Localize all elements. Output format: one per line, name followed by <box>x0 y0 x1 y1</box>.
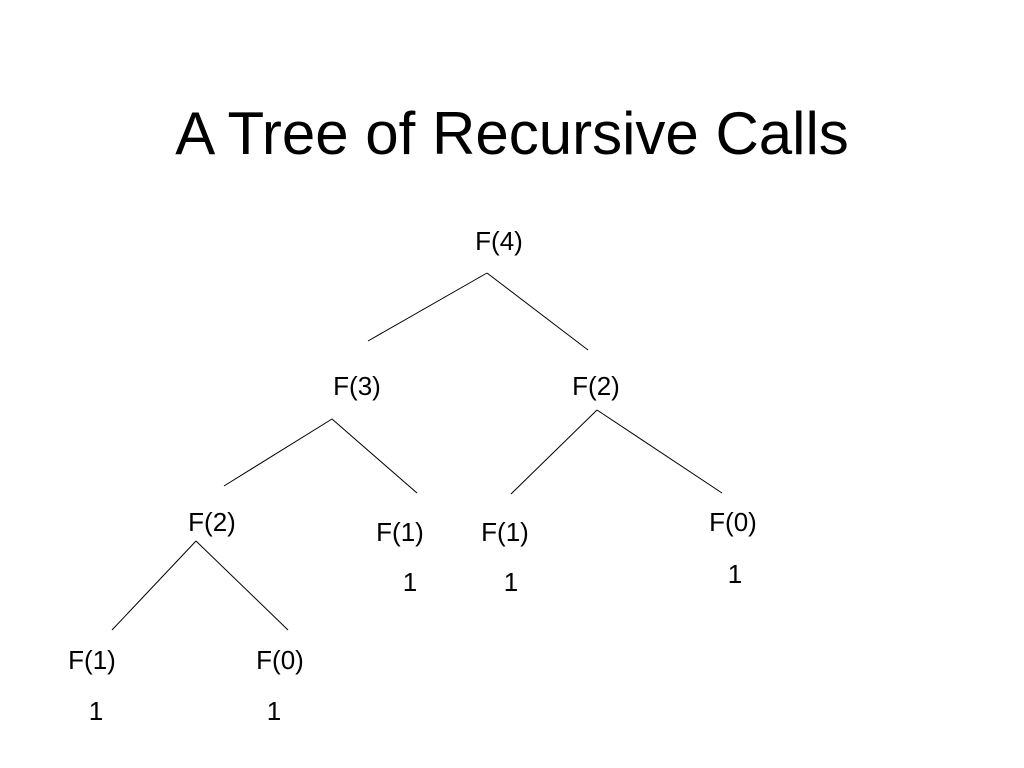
edge-f4-f3 <box>367 272 488 342</box>
node-f3: F(3) <box>333 371 381 401</box>
node-f0-a: F(0) <box>709 507 757 537</box>
node-f4: F(4) <box>475 226 523 256</box>
node-f1-c-value: 1 <box>88 696 104 726</box>
slide-title: A Tree of Recursive Calls <box>175 100 849 167</box>
node-f0-a-value: 1 <box>727 559 743 589</box>
edge-f2b-f1 <box>111 540 197 631</box>
node-f1-b: F(1) <box>481 517 529 547</box>
edge-f3-f2 <box>223 418 333 487</box>
node-f0-b-value: 1 <box>266 696 282 726</box>
edge-f2b-f0 <box>195 540 289 631</box>
node-f2-right: F(2) <box>572 371 620 401</box>
edge-f3-f1 <box>331 418 418 494</box>
node-f1-c: F(1) <box>68 645 116 675</box>
node-f1-a: F(1) <box>376 517 424 547</box>
node-f2-left: F(2) <box>188 507 236 537</box>
edge-f2-f0 <box>596 409 723 494</box>
edge-f2-f1 <box>510 409 598 495</box>
node-f1-b-value: 1 <box>503 567 519 597</box>
node-f0-b: F(0) <box>256 645 304 675</box>
edge-f4-f2 <box>486 272 589 351</box>
node-f1-a-value: 1 <box>402 567 418 597</box>
